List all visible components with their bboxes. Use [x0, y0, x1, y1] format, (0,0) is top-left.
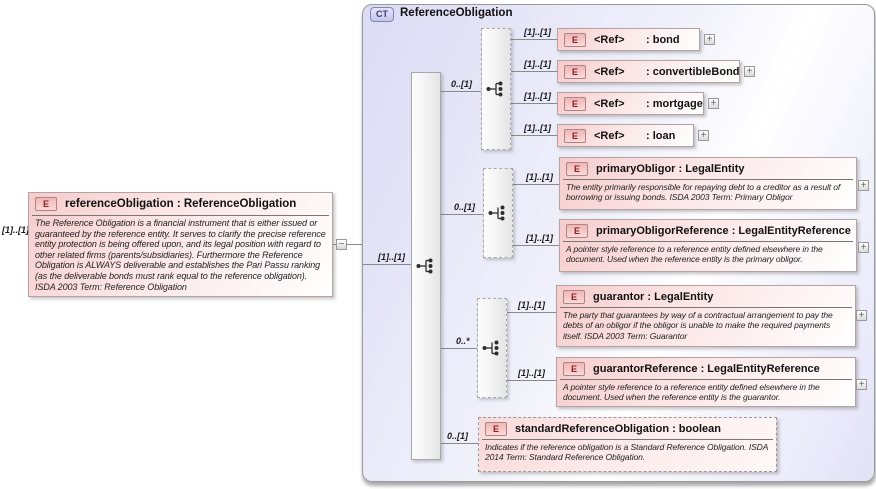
element-annotation: Indicates if the reference obligation is… [482, 439, 773, 463]
cardinality-label: 0..[1] [447, 431, 469, 441]
element-title: E primaryObligorReference : LegalEntityR… [560, 220, 856, 241]
cardinality-label: [1]..[1] [518, 368, 545, 378]
element-badge-icon: E [485, 421, 507, 436]
element-type: : bond [646, 33, 680, 46]
element-title: E <Ref> : convertibleBond [558, 61, 740, 82]
cardinality-label: [1]..[1] [524, 123, 551, 133]
element-badge-icon: E [35, 197, 57, 211]
compositor-icon [486, 81, 503, 97]
element-name: <Ref> [594, 97, 625, 110]
cardinality-label: [1]..[1] [524, 59, 551, 69]
element-title: E <Ref> : mortgage [558, 93, 703, 114]
element-box-referenceObligation[interactable]: E referenceObligation : ReferenceObligat… [28, 192, 333, 297]
compositor-icon [488, 205, 505, 221]
element-title: E <Ref> : bond [558, 29, 699, 50]
element-name: primaryObligorReference : LegalEntityRef… [596, 224, 851, 237]
connector-line [441, 214, 483, 215]
cardinality-label: [1]..[1] [526, 172, 553, 182]
connector-line [441, 348, 477, 349]
element-annotation: A pointer style reference to a reference… [563, 241, 853, 265]
element-box-bond[interactable]: E <Ref> : bond [557, 28, 700, 51]
expand-button[interactable]: + [704, 34, 715, 45]
expand-button[interactable]: + [698, 130, 709, 141]
connector-line [513, 245, 559, 246]
expand-button[interactable]: + [858, 242, 869, 253]
cardinality-label: 0..* [456, 336, 470, 346]
element-box-primaryObligor[interactable]: E primaryObligor : LegalEntity The entit… [559, 157, 857, 210]
element-name: <Ref> [594, 33, 625, 46]
element-name: <Ref> [594, 65, 625, 78]
element-annotation: The party that guarantees by way of a co… [560, 307, 852, 341]
connector-line [511, 103, 557, 104]
element-badge-icon: E [564, 64, 586, 79]
element-type: : loan [646, 129, 676, 142]
element-box-loan[interactable]: E <Ref> : loan [557, 124, 694, 147]
connector-line [441, 91, 481, 92]
compositor-sequence-guarantor[interactable] [477, 298, 507, 398]
element-title: E standardReferenceObligation : boolean [479, 418, 776, 439]
element-badge-icon: E [564, 128, 586, 143]
expand-button[interactable]: + [858, 180, 869, 191]
ct-badge: CT [370, 7, 394, 22]
element-badge-icon: E [564, 96, 586, 111]
cardinality-label: [1]..[1] [518, 300, 545, 310]
element-name: standardReferenceObligation : boolean [515, 422, 721, 435]
connector-line [507, 312, 556, 313]
cardinality-label: 0..[1] [451, 79, 473, 89]
element-badge-icon: E [564, 32, 586, 47]
element-type: : convertibleBond [646, 65, 740, 78]
element-title: E primaryObligor : LegalEntity [560, 158, 856, 179]
element-title: E guarantorReference : LegalEntityRefere… [557, 358, 855, 379]
expand-button[interactable]: + [744, 66, 755, 77]
element-badge-icon: E [566, 223, 588, 238]
compositor-main[interactable] [411, 72, 441, 460]
element-box-primaryObligorReference[interactable]: E primaryObligorReference : LegalEntityR… [559, 219, 857, 272]
expand-button[interactable]: + [856, 310, 867, 321]
element-box-standardReferenceObligation[interactable]: E standardReferenceObligation : boolean … [478, 417, 777, 472]
element-name: guarantorReference : LegalEntityReferenc… [593, 362, 820, 375]
ct-title: ReferenceObligation [400, 7, 513, 19]
connector-line [363, 264, 411, 265]
element-title: E guarantor : LegalEntity [557, 286, 855, 307]
element-annotation: A pointer style reference to a reference… [560, 379, 852, 403]
connector-line [441, 443, 478, 444]
connector-line [511, 39, 557, 40]
element-name: guarantor : LegalEntity [593, 290, 714, 303]
element-name: referenceObligation : ReferenceObligatio… [65, 198, 297, 210]
collapse-button[interactable]: − [336, 239, 347, 250]
cardinality-label: [1]..[1] [526, 233, 553, 243]
element-badge-icon: E [566, 161, 588, 176]
element-annotation: The entity primarily responsible for rep… [563, 179, 853, 203]
cardinality-label: [1]..[1] [524, 91, 551, 101]
element-title: E <Ref> : loan [558, 125, 693, 146]
element-name: primaryObligor : LegalEntity [596, 162, 745, 175]
connector-line [513, 184, 559, 185]
connector-line [511, 135, 557, 136]
cardinality-label: 0..[1] [454, 202, 476, 212]
element-title: E referenceObligation : ReferenceObligat… [29, 193, 332, 215]
connector-line [332, 244, 362, 245]
element-badge-icon: E [563, 361, 585, 376]
expand-button[interactable]: + [708, 98, 719, 109]
compositor-icon [416, 258, 433, 274]
connector-line [507, 380, 556, 381]
element-box-mortgage[interactable]: E <Ref> : mortgage [557, 92, 704, 115]
compositor-choice-ref[interactable] [481, 28, 511, 150]
element-box-guarantor[interactable]: E guarantor : LegalEntity The party that… [556, 285, 856, 347]
cardinality-label: [1]..[1] [378, 252, 405, 262]
cardinality-label: [1]..[1] [2, 225, 29, 235]
element-badge-icon: E [563, 289, 585, 304]
compositor-sequence-obligor[interactable] [483, 168, 513, 258]
expand-button[interactable]: + [856, 379, 867, 390]
element-name: <Ref> [594, 129, 625, 142]
element-type: : mortgage [646, 97, 703, 110]
connector-line [511, 71, 557, 72]
cardinality-label: [1]..[1] [524, 27, 551, 37]
element-box-convertibleBond[interactable]: E <Ref> : convertibleBond [557, 60, 740, 83]
element-annotation: The Reference Obligation is a financial … [32, 215, 329, 292]
element-box-guarantorReference[interactable]: E guarantorReference : LegalEntityRefere… [556, 357, 856, 407]
compositor-icon [482, 340, 499, 356]
